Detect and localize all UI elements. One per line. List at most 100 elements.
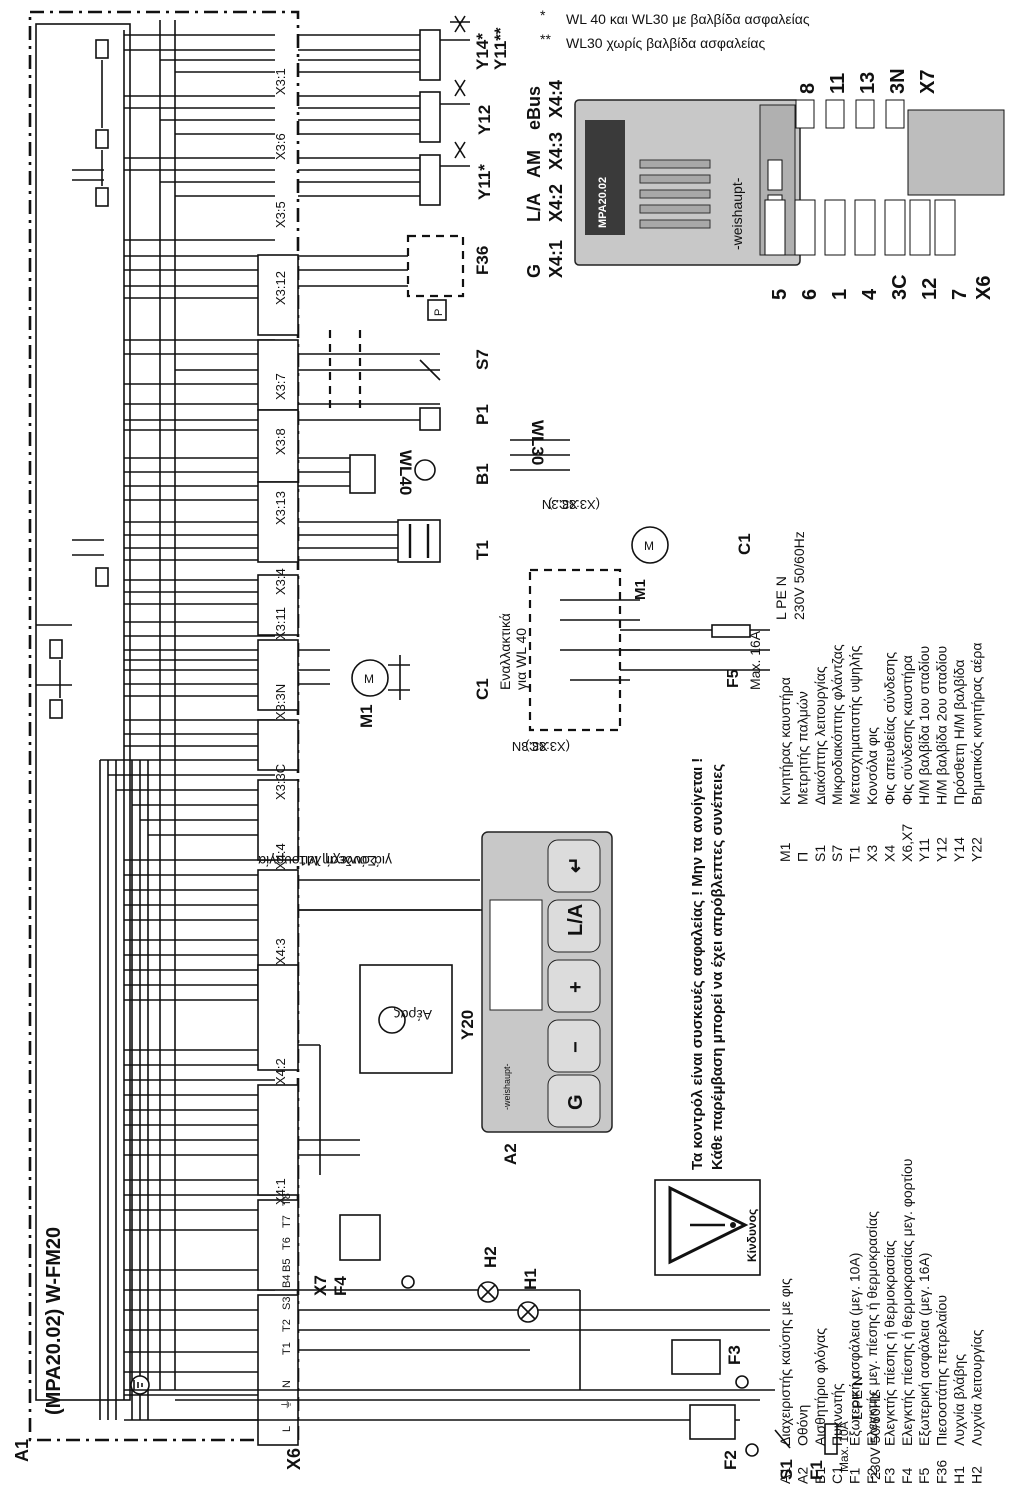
legend-right-item-code: Π [794, 852, 810, 862]
wl30-wiring [510, 439, 570, 471]
terminal-x7-t7: T7 [281, 1215, 293, 1228]
legend-left-item-code: C1 [829, 1466, 845, 1484]
connector-strips [257, 254, 299, 1446]
terminal-x7-t6: T6 [281, 1237, 293, 1250]
switch-f3 [671, 1339, 721, 1375]
terminal-x6-t1: T1 [281, 1342, 293, 1355]
alt-x3-3n-b: X3:3N [542, 497, 578, 512]
terminal-x7-b5: B5 [281, 1259, 293, 1272]
label-f3: F3 [725, 1345, 744, 1365]
transformer-core [408, 524, 430, 558]
label-f36: F36 [473, 246, 492, 275]
alt-x3-3c-b: (X3:3C..) [548, 497, 600, 512]
legend-right-item-code: Y14 [951, 837, 967, 862]
legend-right-item-code: Y11 [916, 838, 932, 862]
port-x3-1: X3:1 [273, 68, 288, 95]
legend-left-item-text: Εξωτερική ασφάλεια (μεγ. 16A) [916, 1253, 932, 1446]
supply-left-lpen: L PE N [849, 1376, 865, 1420]
legend-right-item-text: Διακόπτης λειτουργίας [812, 666, 828, 805]
port-x4-3: X4:3 [273, 938, 288, 965]
label-y14: Y14* [473, 33, 492, 70]
label-c1: C1 [473, 678, 492, 700]
label-s7: S7 [473, 349, 492, 370]
display-key-plus[interactable]: + [565, 981, 587, 993]
port-x3-11: X3:11 [273, 607, 288, 640]
legend-left-item-code: F2 [864, 1467, 880, 1484]
label-h1: H1 [521, 1268, 540, 1290]
alt-wiring [560, 599, 640, 681]
legend-right-item-text: Κινητήρας καυστήρα [777, 677, 793, 805]
legend-left-item-code: B1 [812, 1467, 828, 1484]
branch-lines [100, 34, 275, 1421]
module-port-x4-2: X4:2 [546, 184, 566, 222]
f36-outline [406, 234, 465, 298]
display-key-la[interactable]: L/A [565, 904, 587, 936]
module-bottom-label-12: 12 [919, 278, 941, 300]
connector-x6-label: X6 [284, 1448, 304, 1470]
legend-left-item-text: Ελεγκτής πίεσης ή θερμοκρασίας μεγ. φορτ… [899, 1159, 915, 1446]
terminal-x6-s3: S3 [281, 1297, 293, 1310]
f3-ground-icon [735, 1375, 749, 1389]
footnote-1-mark: * [540, 7, 546, 23]
label-p1: P1 [473, 404, 492, 425]
legend-right-item-code: M1 [777, 842, 793, 862]
label-m1-alt: M1 [632, 579, 649, 600]
terminal-x6-l: L [281, 1426, 293, 1432]
legend-right-item-code: X6,X7 [899, 824, 915, 862]
legend-right-item-code: Y12 [934, 837, 950, 862]
module-top-label-la: L/A [524, 193, 544, 222]
motor-m1: M [351, 659, 389, 697]
port-x3-3c: X3:3C [273, 764, 288, 800]
display-key-minus[interactable]: − [565, 1041, 587, 1053]
legend-right-item-code: X4 [881, 845, 897, 862]
legend-left-item-code: A2 [794, 1467, 810, 1484]
motor-m1-alt: M [631, 526, 669, 564]
label-y11: Y11* [475, 164, 494, 200]
display-brand: -weishaupt- [502, 1063, 512, 1110]
switch-f4 [339, 1214, 381, 1261]
flame-sensor-b1 [349, 454, 376, 494]
port-x3-8: X3:8 [273, 428, 288, 455]
display-key-g[interactable]: G [565, 1094, 587, 1110]
legend-right-item-code: S7 [829, 845, 845, 862]
f4-ground-icon [401, 1275, 415, 1289]
supply-mid-max: Max. 16A [747, 630, 763, 690]
module-right-label-13: 13 [857, 72, 879, 94]
alt-x3-3c: (X3:3C) [525, 739, 570, 754]
module-port-x4-3: X4:3 [546, 132, 566, 170]
legend-left-item-code: H2 [968, 1466, 984, 1484]
port-x4-1: X4:1 [273, 1178, 288, 1205]
supply-left-max: Max. 10A [837, 1421, 851, 1472]
legend-left-item-text: Εξωτερική ασφάλεια (μεγ. 10A) [847, 1253, 863, 1446]
legend-left-item-code: F36 [934, 1460, 950, 1484]
legend-left-item-text: Πιεσοστάτης πετρελαίου [934, 1295, 950, 1446]
footnote-2-mark: ** [540, 31, 551, 47]
svg-text:M: M [364, 672, 374, 686]
legend-right-item-code: X3 [864, 845, 880, 862]
module-bottom-label-7: 7 [949, 289, 971, 300]
f2-ground-icon [745, 1443, 759, 1457]
warning-sign-label: Κίνδυνος [745, 1209, 759, 1262]
controller-title: (MPA20.02) W-FM20 [43, 1227, 65, 1415]
label-f1: F1 [807, 1460, 826, 1480]
label-f2: F2 [721, 1450, 740, 1470]
module-brand: -weishaupt- [729, 177, 745, 250]
fuse-f1 [824, 1423, 838, 1455]
module-port-x4-4: X4:4 [546, 80, 566, 118]
port-x3-4: X3:4 [273, 568, 288, 595]
controller-ref-a1: A1 [12, 1439, 32, 1462]
legend-left-item-text: Πυκνωτής [829, 1383, 845, 1446]
supply-left-volt: 230V 50/60Hz [867, 1391, 883, 1480]
port-x3-7: X3:7 [273, 373, 288, 400]
display-a2 [481, 831, 613, 1133]
legend-right-item-text: Φις σύνδεσης καυστήρα [899, 655, 915, 805]
label-b1: B1 [473, 463, 492, 485]
module-top-label-am: AM [524, 150, 544, 178]
display-key-enter[interactable]: ↵ [565, 856, 587, 873]
lamp-h2-icon [477, 1281, 499, 1303]
module-right-label-8: 8 [797, 83, 819, 94]
legend-left-item-text: Οθόνη [794, 1405, 810, 1446]
supply-mid-volt: 230V 50/60Hz [791, 531, 807, 620]
port-x3-13: X3:13 [273, 491, 288, 525]
